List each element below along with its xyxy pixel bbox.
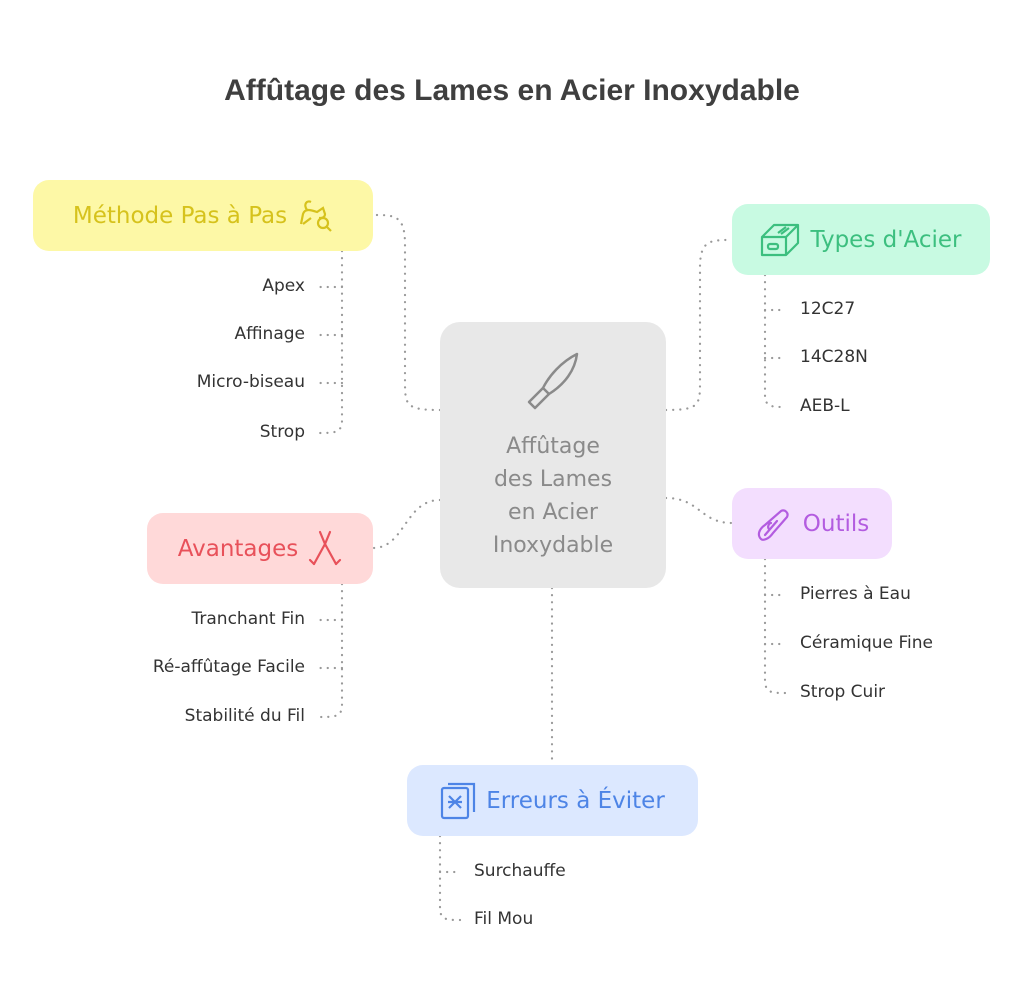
leaf-item: Affinage bbox=[234, 324, 305, 344]
diagram-title: Affûtage des Lames en Acier Inoxydable bbox=[224, 74, 800, 107]
warning-document-icon bbox=[441, 782, 476, 819]
leaf-item: Apex bbox=[262, 276, 305, 296]
leaf-item: AEB-L bbox=[800, 396, 850, 416]
leaf-item: Tranchant Fin bbox=[191, 609, 306, 629]
leaf-item: Stabilité du Fil bbox=[184, 706, 305, 726]
connector-methode bbox=[371, 213, 442, 412]
central-line: Inoxydable bbox=[492, 533, 614, 558]
leaf-item: Céramique Fine bbox=[800, 633, 933, 653]
knife-icon bbox=[527, 352, 579, 410]
connector-types bbox=[664, 238, 734, 412]
branch-label: Avantages bbox=[177, 535, 299, 562]
leaf-item: 14C28N bbox=[800, 347, 868, 367]
central-line: des Lames bbox=[493, 467, 613, 492]
leaf-item: 12C27 bbox=[800, 299, 856, 319]
branch-label: Types d'Acier bbox=[810, 226, 962, 253]
connector-outils bbox=[664, 496, 734, 525]
leaf-item: Surchauffe bbox=[474, 861, 566, 881]
central-topic[interactable]: Affûtage des Lames en Acier Inoxydable bbox=[440, 322, 666, 588]
branch-label: Outils bbox=[802, 510, 870, 537]
branch-types[interactable]: Types d'Acier bbox=[732, 204, 990, 275]
branch-label: Méthode Pas à Pas bbox=[72, 202, 288, 229]
central-line: en Acier bbox=[508, 500, 598, 525]
leaf-item: Ré-affûtage Facile bbox=[152, 657, 305, 677]
leaf-item: Fil Mou bbox=[474, 909, 534, 929]
leaf-item: Strop Cuir bbox=[800, 682, 886, 702]
connector-avantages bbox=[371, 498, 442, 550]
leaf-item: Strop bbox=[259, 422, 305, 442]
branch-erreurs[interactable]: Erreurs à Éviter bbox=[407, 765, 698, 836]
branch-methode[interactable]: Méthode Pas à Pas bbox=[33, 180, 373, 251]
branch-label: Erreurs à Éviter bbox=[486, 787, 665, 814]
pliers-icon bbox=[309, 530, 342, 565]
leaf-item: Pierres à Eau bbox=[800, 584, 911, 604]
seam-ripper-icon bbox=[757, 508, 789, 541]
steel-bar-icon bbox=[761, 223, 800, 256]
central-line: Affûtage bbox=[506, 434, 600, 459]
cat-search-icon bbox=[300, 199, 332, 232]
leaf-item: Micro-biseau bbox=[196, 372, 305, 392]
branch-avantages[interactable]: Avantages bbox=[147, 513, 373, 584]
branch-outils[interactable]: Outils bbox=[732, 488, 892, 559]
